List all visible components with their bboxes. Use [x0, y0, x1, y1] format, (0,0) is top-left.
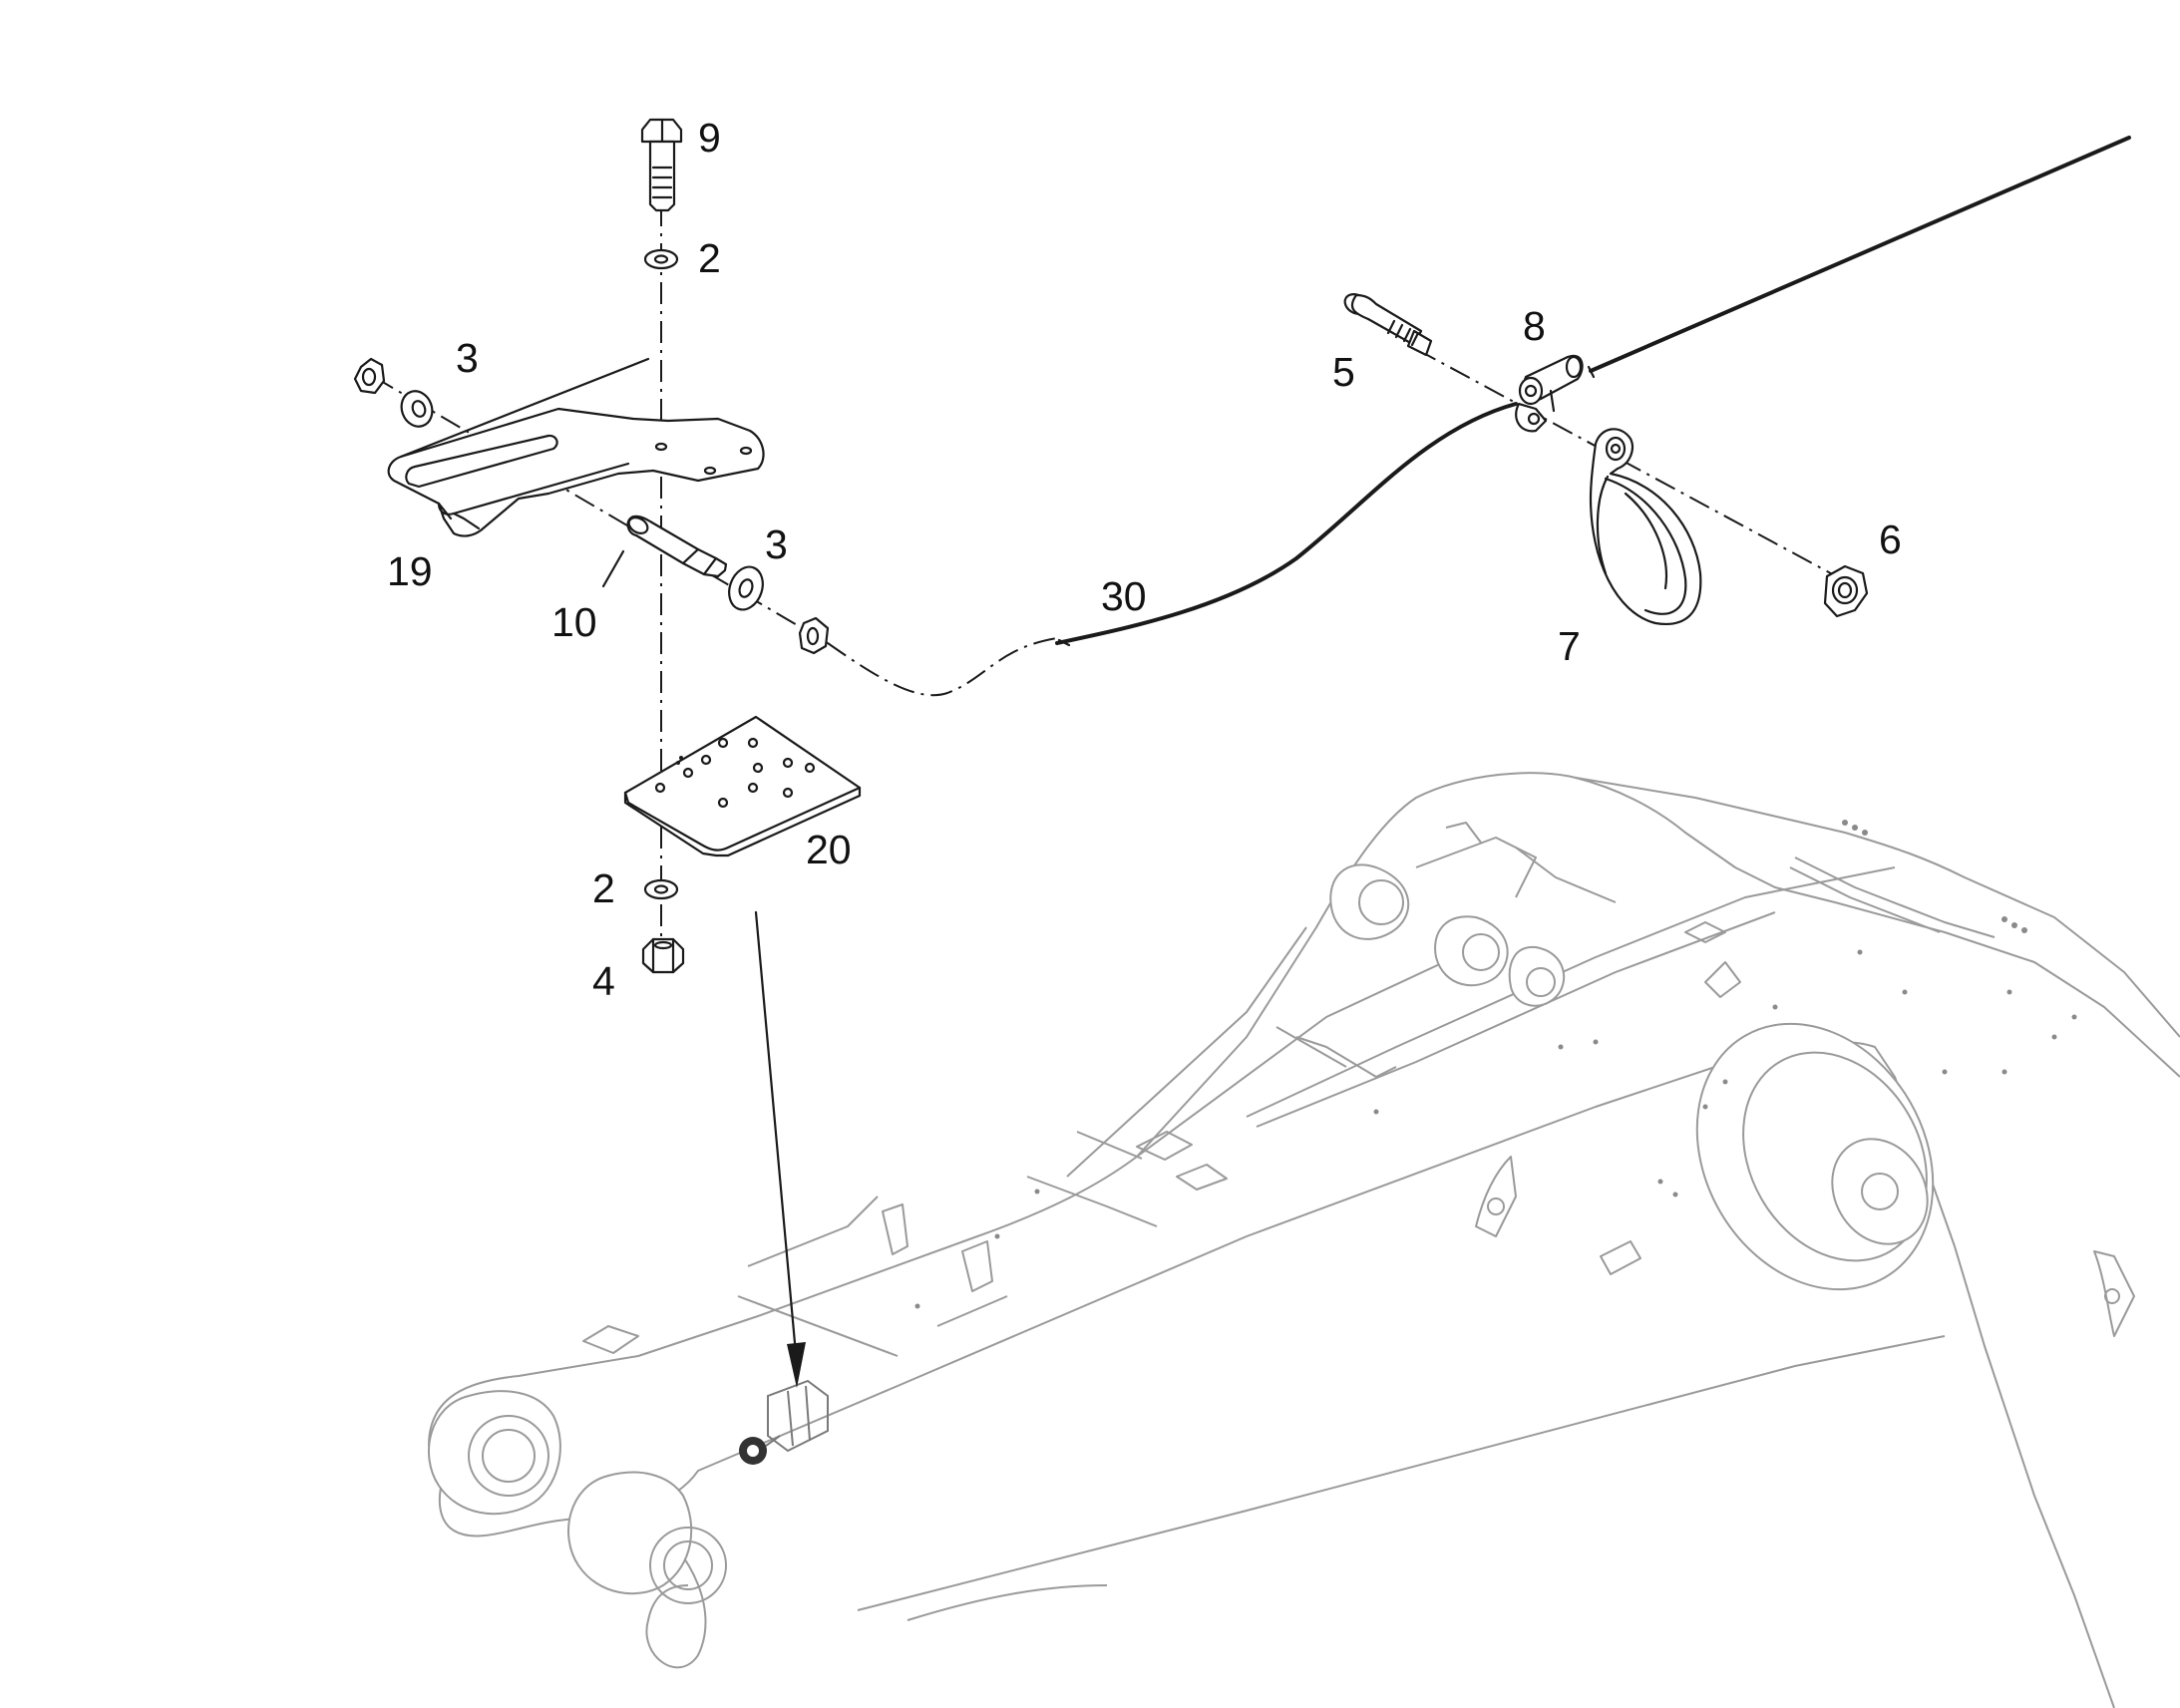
callout-5: 5 — [1332, 349, 1355, 395]
part-5-bolt — [1343, 293, 1433, 357]
callout-19: 19 — [387, 548, 433, 594]
callout-2-bottom: 2 — [592, 865, 615, 911]
part-3-circlip-left — [353, 357, 434, 428]
callout-8: 8 — [1523, 303, 1546, 349]
part-6-nut — [1823, 564, 1869, 618]
callout-4: 4 — [592, 958, 615, 1004]
part-19-bracket — [387, 357, 765, 537]
callout-3-left: 3 — [456, 335, 479, 381]
part-4-nut — [641, 937, 685, 974]
callout-labels: 9 2 3 19 10 3 30 20 2 4 5 8 6 7 — [387, 115, 1902, 1004]
excavator-boom — [428, 772, 2180, 1708]
callout-3-right: 3 — [765, 521, 788, 567]
callout-7: 7 — [1558, 623, 1581, 669]
part-2-washer-top — [643, 248, 679, 270]
callout-30: 30 — [1101, 573, 1147, 619]
part-7-clamp — [1589, 428, 1702, 625]
location-arrow — [754, 910, 806, 1388]
part-30-cable — [1055, 136, 2131, 647]
part-20-plate — [623, 715, 862, 857]
part-9-bolt — [640, 118, 683, 212]
sensor-assembly-on-boom — [739, 1379, 829, 1465]
part-10-pin — [601, 514, 728, 588]
callout-2-top: 2 — [698, 235, 721, 281]
callout-9: 9 — [698, 115, 721, 161]
part-8-clevis — [1515, 354, 1584, 433]
part-2-washer-bottom — [643, 878, 679, 900]
part-3-washer-right — [728, 565, 830, 655]
callout-20: 20 — [806, 827, 852, 872]
callout-10: 10 — [551, 599, 597, 645]
callout-6: 6 — [1879, 516, 1902, 562]
